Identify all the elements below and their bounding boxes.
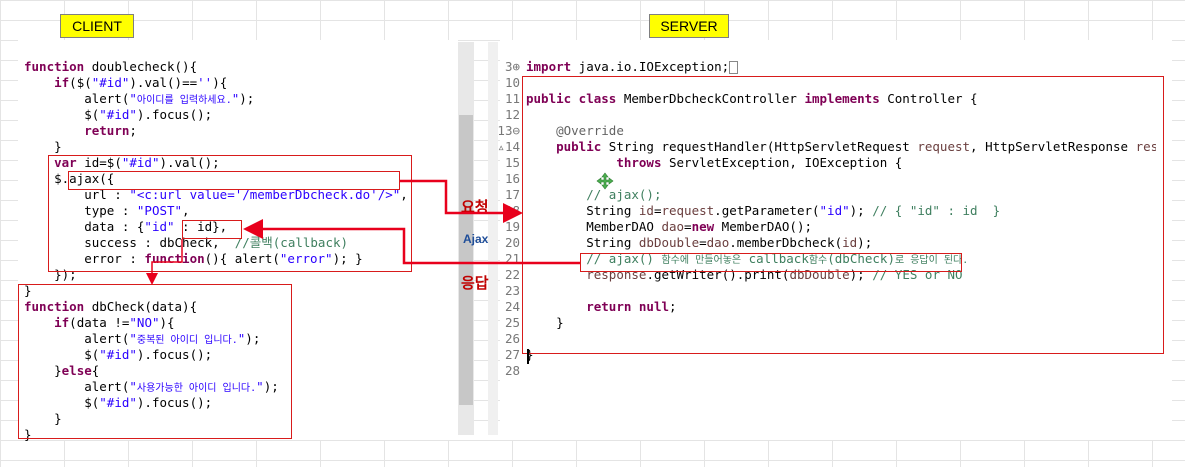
line-number: 12 — [504, 107, 520, 122]
line-number: 13⊖ — [497, 123, 520, 138]
server-class-box — [522, 76, 1164, 354]
code-line: return; — [84, 123, 137, 138]
code-line: var id=$("#id").val(); — [54, 155, 220, 170]
line-number: 20 — [504, 235, 520, 250]
dbcheck-function-box — [18, 284, 292, 439]
line-number: 25 — [504, 315, 520, 330]
code-line: data : {"id" : id}, — [24, 219, 228, 234]
url-box — [68, 171, 400, 190]
code-line: String dbDouble=dao.memberDbcheck(id); — [526, 235, 873, 250]
code-line: // ajax(); — [586, 187, 662, 202]
code-line: response.getWriter().print(dbDouble); //… — [586, 267, 963, 282]
line-number: 15 — [504, 155, 520, 170]
line-number: 27 — [504, 347, 520, 362]
line-number: 18 — [504, 203, 520, 218]
code-line: alert("중복된 아이디 입니다."); — [24, 331, 261, 346]
scrollbar-thumb[interactable] — [459, 115, 473, 405]
code-line: public class MemberDbcheckController imp… — [526, 91, 978, 106]
line-number: ▵14 — [497, 139, 520, 154]
code-line: alert("사용가능한 아이디 입니다."); — [24, 379, 279, 394]
code-line: } — [24, 427, 32, 442]
code-line — [526, 363, 1156, 379]
line-number: 19 — [504, 219, 520, 234]
code-line: $("#id").focus(); — [24, 347, 213, 362]
text-cursor — [527, 349, 529, 364]
server-code-panel — [500, 40, 1172, 440]
code-line: import java.io.IOException; — [526, 59, 1156, 75]
response-line-box — [580, 253, 962, 272]
code-line: function dbCheck(data){ — [24, 299, 198, 314]
code-line: // ajax() 함수에 만들어놓은 callback함수(dbCheck)로… — [586, 251, 969, 266]
code-line: } — [526, 347, 534, 362]
code-line: return null; — [586, 299, 677, 314]
code-line: $("#id").focus(); — [24, 395, 213, 410]
server-label: SERVER — [649, 14, 729, 38]
line-number: 28 — [504, 363, 520, 378]
code-line: }else{ — [24, 363, 100, 378]
code-line: @Override — [556, 123, 624, 138]
code-line: }); — [24, 267, 77, 282]
code-line: } — [526, 315, 564, 330]
code-line: alert("아이디를 입력하세요."); — [24, 91, 255, 106]
line-number: 26 — [504, 331, 520, 346]
code-line: if(data !="NO"){ — [54, 315, 175, 330]
code-line: function doublecheck(){ — [24, 59, 198, 74]
line-number: 11 — [504, 91, 520, 106]
code-line: String id=request.getParameter("id"); //… — [526, 203, 1001, 218]
line-number: 23 — [504, 283, 520, 298]
code-line: public String requestHandler(HttpServlet… — [556, 139, 1156, 154]
code-line: if($("#id").val()==''){ — [54, 75, 228, 90]
line-number: 17 — [504, 187, 520, 202]
line-number: 21 — [504, 251, 520, 266]
code-line: } — [24, 283, 32, 298]
code-line: } — [24, 139, 62, 154]
success-callback-box — [182, 220, 242, 239]
line-number: 10 — [504, 75, 520, 90]
ajax-tag: Ajax — [463, 232, 489, 246]
move-cursor-icon — [596, 172, 614, 190]
code-line: throws ServletException, IOException { — [616, 155, 903, 170]
line-number: 24 — [504, 299, 520, 314]
line-number: 3⊕ — [504, 59, 520, 74]
line-number: 16 — [504, 171, 520, 186]
line-number: 22 — [504, 267, 520, 282]
request-tag: 요청 — [461, 199, 489, 216]
client-label: CLIENT — [60, 14, 134, 38]
code-line: $.ajax({ — [24, 171, 115, 186]
server-code: import java.io.IOException; public class… — [526, 43, 1156, 395]
code-line: MemberDAO dao=new MemberDAO(); — [526, 219, 812, 234]
code-line: $("#id").focus(); — [24, 107, 213, 122]
code-line: } — [24, 411, 62, 426]
response-tag: 응답 — [461, 275, 489, 292]
code-line: type : "POST", — [24, 203, 190, 218]
